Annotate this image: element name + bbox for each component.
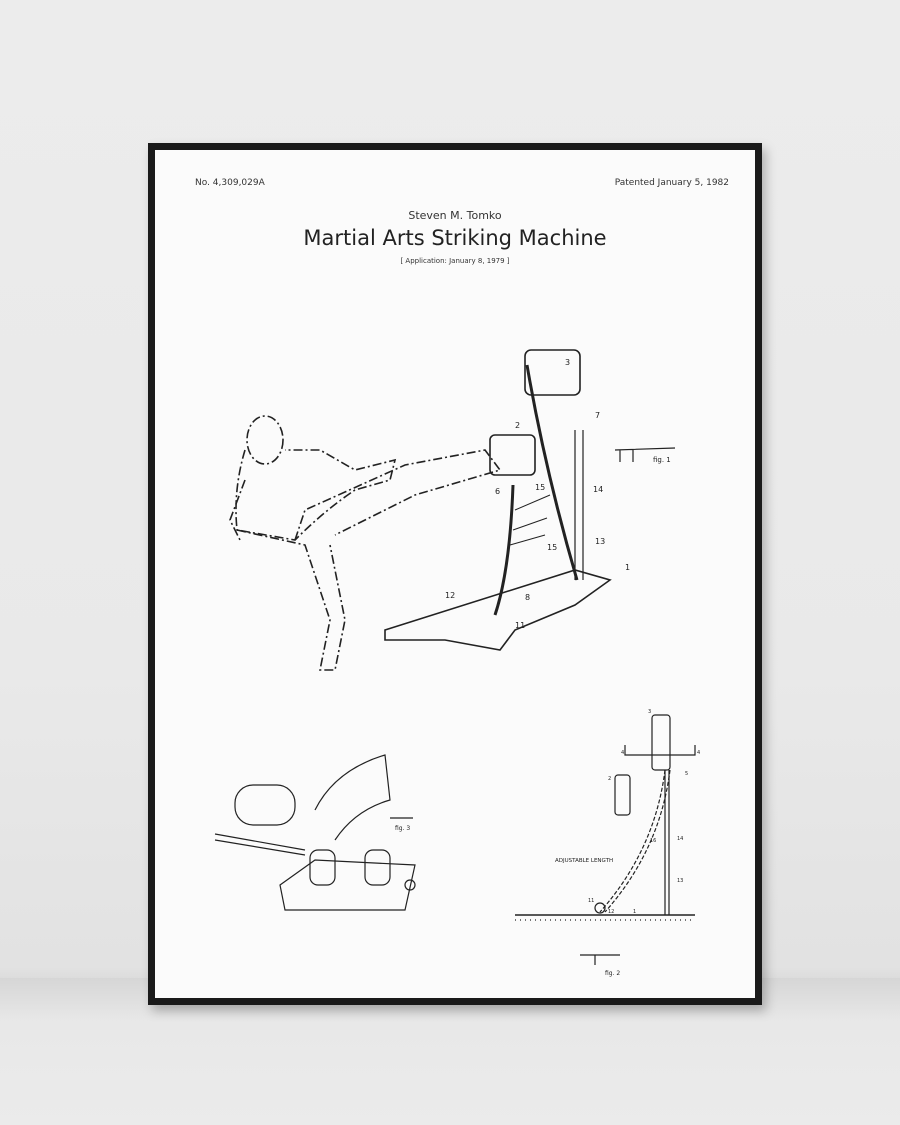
adjustable-length-label: ADJUSTABLE LENGTH xyxy=(555,858,613,864)
label: 11 xyxy=(588,898,594,904)
label: 15 xyxy=(535,483,545,492)
figure-1-caption: fig. 1 xyxy=(653,456,671,464)
figure-3: fig. 3 xyxy=(214,754,416,911)
kicker-figure xyxy=(229,415,502,671)
application-date: [ Application: January 8, 1979 ] xyxy=(400,257,510,265)
label: 1 xyxy=(633,909,636,915)
label: 13 xyxy=(595,537,605,546)
patent-drawings: fig. 1 3 7 2 6 15 14 15 13 1 12 8 11 xyxy=(214,349,700,977)
figure-2: ADJUSTABLE LENGTH fig. 2 3 4 4 5 2 16 14… xyxy=(515,709,700,977)
poster-title: Martial Arts Striking Machine xyxy=(303,226,607,250)
inventor-name: Steven M. Tomko xyxy=(408,209,502,222)
figure-1: fig. 1 3 7 2 6 15 14 15 13 1 12 8 11 xyxy=(229,349,676,671)
label: 11 xyxy=(515,621,525,630)
label: 14 xyxy=(677,836,683,842)
label: 1 xyxy=(625,563,630,572)
figure-2-caption: fig. 2 xyxy=(605,970,620,977)
label: 14 xyxy=(593,485,603,494)
label: 8 xyxy=(525,593,530,602)
label: 4 xyxy=(697,750,700,756)
label: 5 xyxy=(685,771,688,777)
label: 2 xyxy=(608,776,611,782)
patent-number: No. 4,309,029A xyxy=(195,178,265,188)
label: 3 xyxy=(565,358,570,367)
label: 12 xyxy=(608,909,614,915)
label: 7 xyxy=(595,411,600,420)
label: 13 xyxy=(677,878,683,884)
label: 6 xyxy=(495,487,500,496)
figure-3-caption: fig. 3 xyxy=(395,825,410,832)
label: 4 xyxy=(621,750,624,756)
label: 12 xyxy=(445,591,455,600)
poster-frame: No. 4,309,029A Patented January 5, 1982 … xyxy=(148,143,762,1005)
label: 16 xyxy=(650,838,656,844)
label: 15 xyxy=(547,543,557,552)
label: 2 xyxy=(515,421,520,430)
label: 3 xyxy=(648,709,651,715)
patent-date: Patented January 5, 1982 xyxy=(614,178,729,188)
